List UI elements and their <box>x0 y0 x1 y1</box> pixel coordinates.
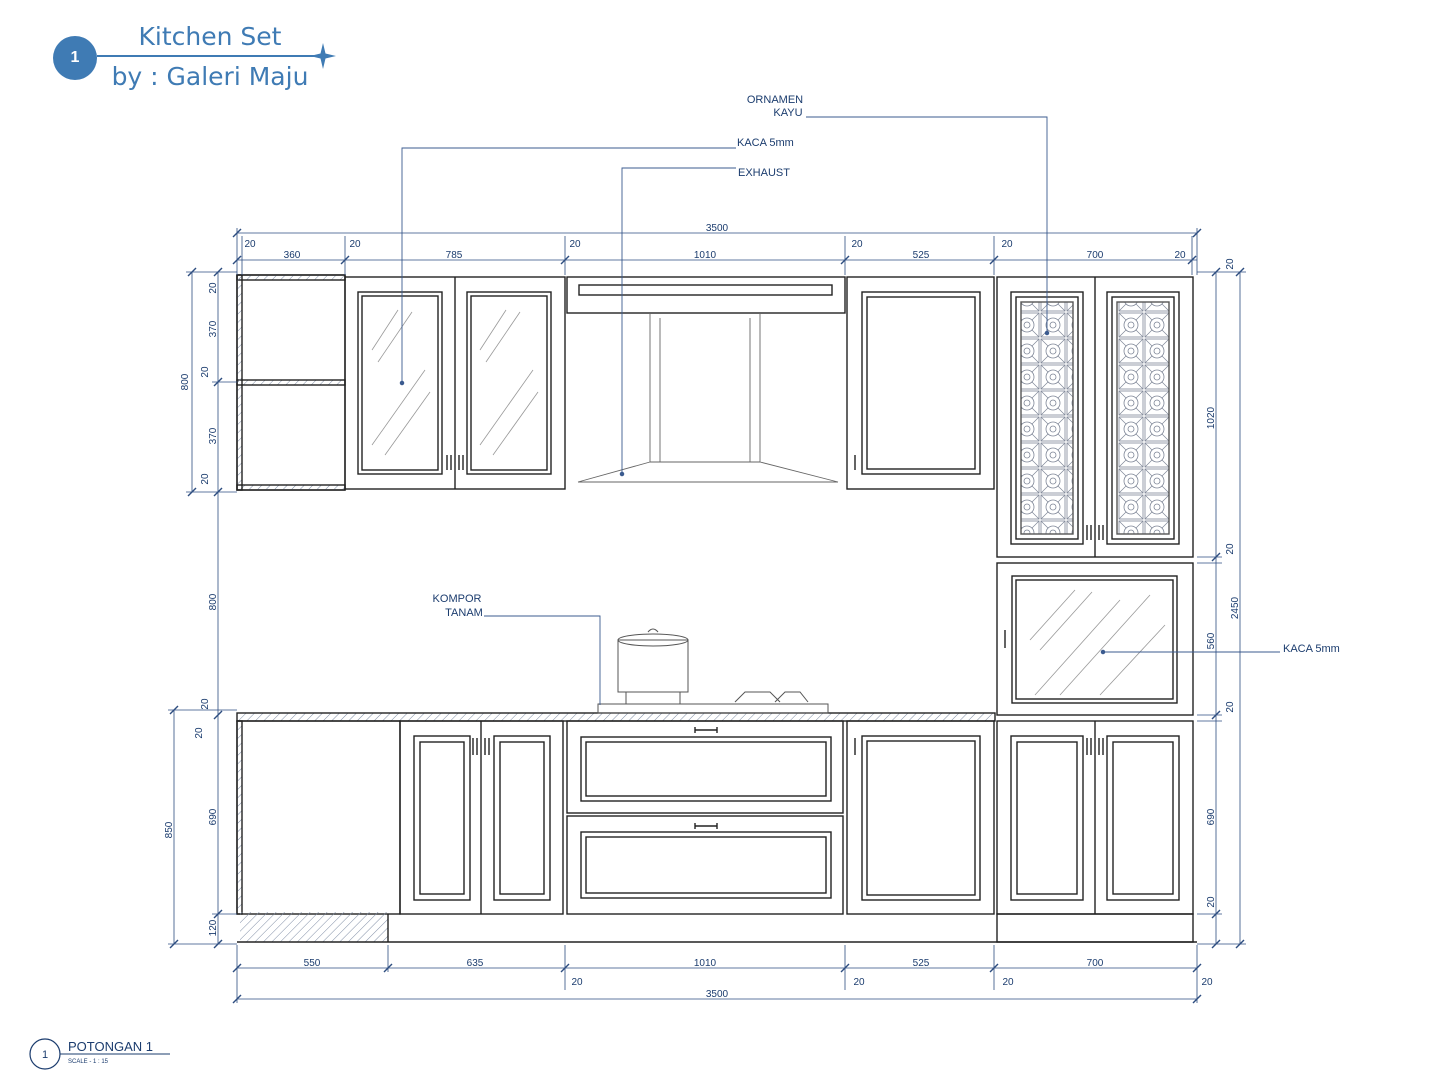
dim-bottom-total: 3500 <box>706 989 729 1000</box>
dim-top-seg: 360 <box>284 250 301 261</box>
section-scale: SCALE - 1 : 15 <box>68 1059 109 1065</box>
dim-top-seg: 20 <box>1174 250 1186 261</box>
header-divider <box>97 55 322 57</box>
dim-left-upper: 20 <box>208 282 219 294</box>
dim-left-upper: 370 <box>208 427 219 444</box>
annotation-leaders <box>399 116 1280 705</box>
base-drawer-upper <box>566 720 844 814</box>
dim-left-gap: 800 <box>208 593 219 610</box>
dimension-lines <box>168 228 1246 1004</box>
dim-bottom-gap: 20 <box>1002 977 1014 988</box>
label-tanam: TANAM <box>445 607 483 619</box>
dim-left-lower: 120 <box>208 919 219 936</box>
annotation-labels: ORNAMEN KAYU KACA 5mm EXHAUST KOMPOR TAN… <box>433 94 1340 655</box>
sparkle-icon <box>310 43 336 69</box>
dim-right: 20 <box>1225 701 1236 713</box>
label-kompor: KOMPOR <box>433 593 482 605</box>
dim-bottom-seg: 1010 <box>694 958 717 969</box>
dim-right-total: 2450 <box>1230 596 1241 619</box>
dim-right: 690 <box>1206 808 1217 825</box>
label-kaca-top: KACA 5mm <box>737 137 794 149</box>
dim-top-seg: 525 <box>913 250 930 261</box>
dim-left-upper-total: 800 <box>180 373 191 390</box>
dim-top-seg: 20 <box>569 239 581 250</box>
dim-right: 20 <box>1225 543 1236 555</box>
dim-bottom-gap: 20 <box>853 977 865 988</box>
base-cabinets <box>236 712 1197 943</box>
section-number: 1 <box>42 1049 48 1061</box>
dim-top-seg: 700 <box>1087 250 1104 261</box>
dim-bottom-seg: 550 <box>304 958 321 969</box>
dim-right: 1020 <box>1206 406 1217 429</box>
dim-top-seg: 20 <box>1001 239 1013 250</box>
section-title-block: 1 POTONGAN 1 SCALE - 1 : 15 <box>29 1038 170 1070</box>
header-subtitle: by : Galeri Maju <box>111 62 309 91</box>
dim-right: 560 <box>1206 632 1217 649</box>
base-open-section <box>236 720 401 915</box>
dim-left-lower: 20 <box>194 727 205 739</box>
base-drawer-lower <box>566 815 844 915</box>
dim-left-lower: 20 <box>200 698 211 710</box>
dim-bottom-gap: 20 <box>1201 977 1213 988</box>
header-number-badge: 1 <box>53 36 97 80</box>
dim-left-upper: 20 <box>200 473 211 485</box>
dim-left-upper: 370 <box>208 320 219 337</box>
dim-bottom-seg: 525 <box>913 958 930 969</box>
dim-top-seg: 20 <box>244 239 256 250</box>
dimension-texts: 3500 20 360 20 785 20 1010 20 525 20 700… <box>164 223 1241 1000</box>
tall-unit-glass-cabinet <box>996 562 1194 716</box>
label-kayu: KAYU <box>773 107 802 119</box>
upper-cabinets <box>236 274 1194 716</box>
dim-left-lower: 690 <box>208 808 219 825</box>
built-in-stove <box>597 628 829 714</box>
base-single-door <box>846 720 995 915</box>
label-ornamen: ORNAMEN <box>747 94 803 106</box>
dim-top-seg: 20 <box>851 239 863 250</box>
upper-single-cabinet <box>846 276 995 490</box>
section-title: POTONGAN 1 <box>68 1039 153 1054</box>
dim-bottom-seg: 700 <box>1087 958 1104 969</box>
exhaust-hood-box <box>566 276 846 314</box>
dim-right: 20 <box>1225 258 1236 270</box>
dim-bottom-gap: 20 <box>571 977 583 988</box>
header-title: Kitchen Set <box>138 22 282 51</box>
dim-top-total: 3500 <box>706 223 729 234</box>
dim-top-seg: 785 <box>446 250 463 261</box>
dim-left-upper: 20 <box>200 366 211 378</box>
dim-bottom-seg: 635 <box>467 958 484 969</box>
dim-top-seg: 1010 <box>694 250 717 261</box>
label-kaca-right: KACA 5mm <box>1283 643 1340 655</box>
drawing-header: 1 Kitchen Set by : Galeri Maju <box>0 0 360 100</box>
countertop <box>236 712 996 722</box>
dim-top-seg: 20 <box>349 239 361 250</box>
dim-right: 20 <box>1206 896 1217 908</box>
label-exhaust: EXHAUST <box>738 167 790 179</box>
dim-left-lower-total: 850 <box>164 821 175 838</box>
